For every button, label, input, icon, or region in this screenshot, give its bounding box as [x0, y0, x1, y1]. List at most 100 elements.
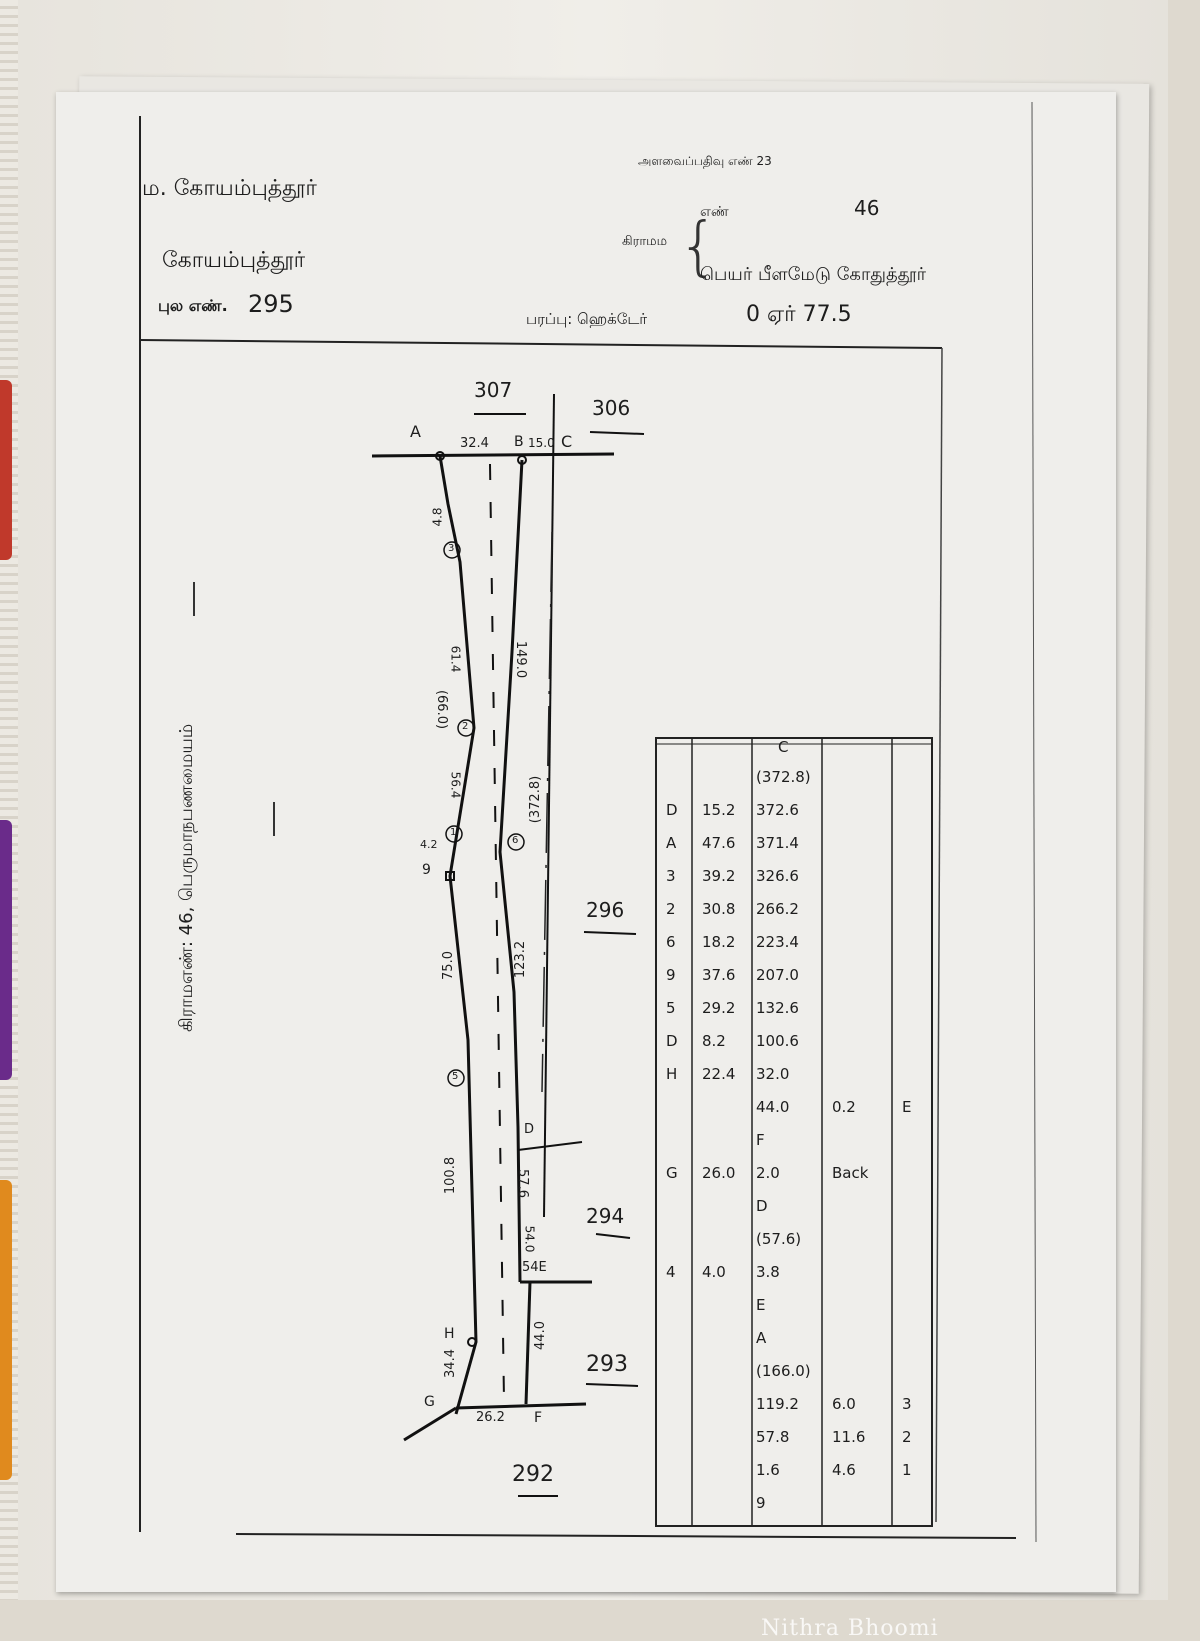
table-cell-a: H [666, 1065, 678, 1083]
circle-1: 1 [450, 827, 457, 838]
edge-left1b: (66.0) [434, 689, 450, 730]
table-cell-a: D [666, 801, 678, 819]
table-cell-b: 37.6 [702, 966, 736, 984]
table-cell-c: E [756, 1296, 766, 1314]
edge-left1: 61.4 [448, 645, 463, 673]
table-cell-a: 4 [666, 1263, 676, 1281]
edge-nine-v: 4.2 [420, 838, 438, 851]
table-cell-c: 3.8 [756, 1263, 780, 1281]
table-cell-c: 132.6 [756, 999, 799, 1017]
table-cell-a: 9 [666, 966, 676, 984]
table-cell-d: 4.6 [832, 1461, 856, 1479]
neighbor-296: 296 [586, 898, 625, 922]
neighbor-293: 293 [586, 1352, 628, 1377]
watermark: Nithra Bhoomi [761, 1616, 939, 1641]
neighbor-294: 294 [586, 1204, 625, 1228]
edge-fe: 44.0 [532, 1321, 548, 1350]
table-row: D 15.2 372.6 [656, 801, 938, 829]
point-a: A [410, 422, 421, 441]
table-cell-a: 3 [666, 867, 676, 885]
table-cell-c: 2.0 [756, 1164, 780, 1182]
table-row: (57.6) [656, 1230, 938, 1258]
table-cell-d: 11.6 [832, 1428, 866, 1446]
table-cell-d: Back [832, 1164, 869, 1182]
edge-right1: 149.0 [513, 640, 529, 679]
table-cell-c: 372.6 [756, 801, 799, 819]
edge-right3: 57.6 [514, 1169, 530, 1198]
table-cell-a: 2 [666, 900, 676, 918]
area-value: 0 ஏர் 77.5 [746, 302, 852, 327]
table-cell-c: 32.0 [756, 1065, 790, 1083]
table-row: 5 29.2 132.6 [656, 999, 938, 1027]
table-cell-a: 6 [666, 933, 676, 951]
circle-6: 6 [512, 835, 519, 846]
survey-no-label: புல எண். [158, 296, 228, 315]
table-row: D [656, 1197, 938, 1225]
area-label: பரப்பு: ஹெக்டேர் [526, 310, 648, 328]
village-brace: { [678, 210, 719, 284]
edge-gf: 26.2 [476, 1410, 505, 1425]
flower-strip-red [0, 380, 12, 560]
table-row: 9 [656, 1494, 938, 1522]
table-cell-c: 326.6 [756, 867, 799, 885]
edge-gh: 34.4 [442, 1349, 458, 1378]
table-cell-c: 1.6 [756, 1461, 780, 1479]
edge-de: 54.0 [522, 1225, 537, 1253]
circle-2: 2 [462, 721, 469, 732]
table-cell-c: 100.6 [756, 1032, 799, 1050]
table-header: C [778, 738, 789, 756]
table-row: E [656, 1296, 938, 1324]
table-cell-c: D [756, 1197, 768, 1215]
table-cell-e: 3 [902, 1395, 912, 1413]
table-cell-e: E [902, 1098, 912, 1116]
village-no: 46 [854, 196, 880, 220]
table-row: F [656, 1131, 938, 1159]
edge-a-down: 4.8 [430, 507, 445, 527]
table-cell-b: 15.2 [702, 801, 736, 819]
point-b: B [514, 434, 524, 450]
point-g: G [424, 1394, 435, 1410]
form-number: அளவைப்பதிவு எண் 23 [638, 154, 772, 168]
taluk: கோயம்புத்தூர் [162, 248, 306, 273]
table-cell-c: 9 [756, 1494, 766, 1512]
village-label: கிராமம [622, 234, 668, 249]
table-cell-b: 29.2 [702, 999, 736, 1017]
table-cell-c: 57.8 [756, 1428, 790, 1446]
table-cell-c: 266.2 [756, 900, 799, 918]
edge-left2: 56.4 [448, 771, 463, 799]
point-nine: 9 [422, 862, 431, 878]
table-cell-a: A [666, 834, 677, 852]
table-row: 44.0 0.2 E [656, 1098, 938, 1126]
table-cell-c: (57.6) [756, 1230, 802, 1248]
table-cell-d: 0.2 [832, 1098, 856, 1116]
survey-sketch [139, 101, 1037, 1543]
table-cell-e: 2 [902, 1428, 912, 1446]
table-cell-c: 119.2 [756, 1395, 799, 1413]
flower-strip-purple [0, 820, 12, 1080]
table-cell-a: 5 [666, 999, 676, 1017]
edge-right2: 123.2 [513, 940, 529, 979]
village-no-label: எண் [700, 204, 729, 220]
table-cell-b: 47.6 [702, 834, 736, 852]
table-row: 57.8 11.6 2 [656, 1428, 938, 1456]
edge-right-total: (372.8) [528, 775, 544, 824]
table-cell-c: 44.0 [756, 1098, 790, 1116]
circle-5: 5 [452, 1071, 459, 1082]
table-row: (166.0) [656, 1362, 938, 1390]
point-e-label: 54E [522, 1260, 547, 1275]
table-cell-c: F [756, 1131, 765, 1149]
neighbor-307: 307 [474, 378, 513, 402]
table-cell-b: 8.2 [702, 1032, 726, 1050]
table-cell-b: 18.2 [702, 933, 736, 951]
village-name: பெயர் பீளமேடு கோதுத்தூர் [700, 264, 927, 285]
